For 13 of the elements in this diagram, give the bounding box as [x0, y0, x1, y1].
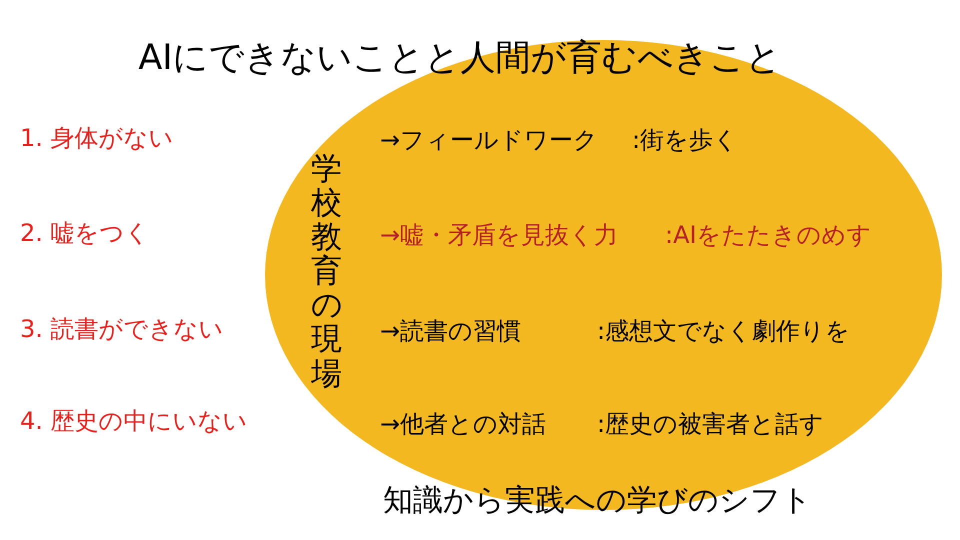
description-text: :歴史の被害者と話す	[597, 409, 824, 440]
topic-text: →他者との対話	[380, 409, 546, 440]
description-text: :街を歩く	[632, 125, 738, 156]
list-item: 1. 身体がない	[20, 123, 174, 154]
topic-text: →読書の習慣	[380, 316, 522, 347]
description-text: :感想文でなく劇作りを	[597, 316, 850, 347]
list-item: 3. 読書ができない	[20, 314, 224, 345]
topic-text: →フィールドワーク	[380, 125, 598, 156]
vertical-heading: 学校教育の現場	[311, 152, 342, 391]
description-text: :AIをたたきのめす	[665, 220, 872, 251]
list-item: 2. 嘘をつく	[20, 218, 150, 249]
list-item: 4. 歴史の中にいない	[20, 406, 248, 437]
topic-text: →嘘・矛盾を見抜く力	[380, 220, 618, 251]
